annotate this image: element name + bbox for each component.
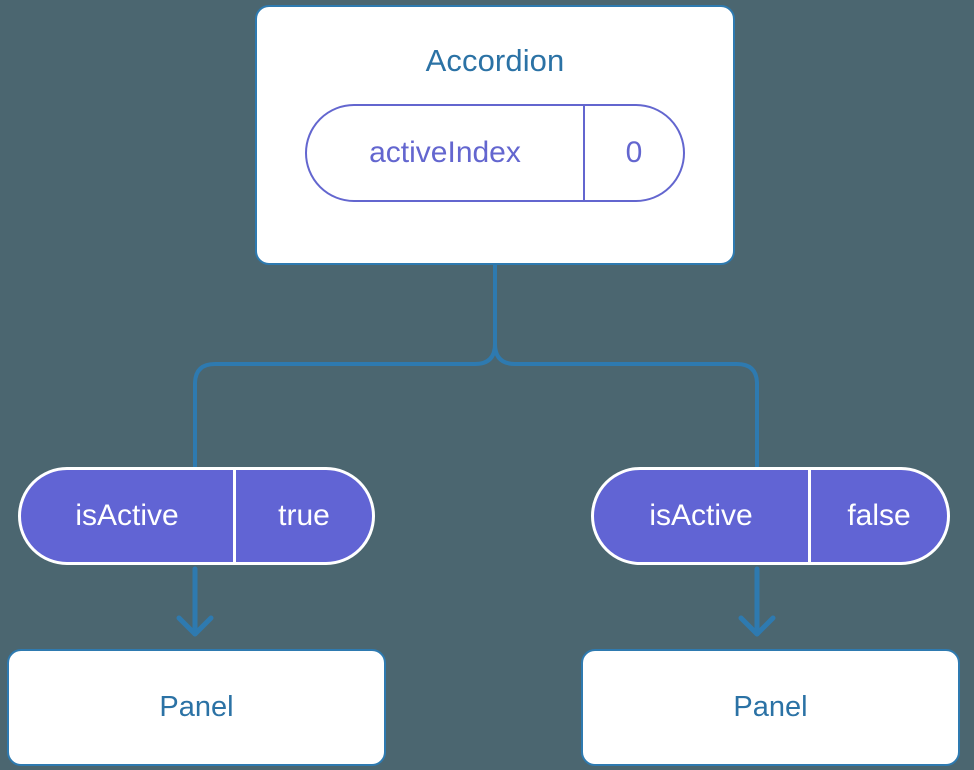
accordion-title: Accordion [425,43,565,78]
prop-pill-is-active-true[interactable]: isActive true [18,467,375,565]
down-arrow-icon-right [738,566,776,637]
panel-component-card-right[interactable]: Panel [581,649,960,766]
prop-pill-value: true [278,499,330,532]
prop-pill-value: false [847,499,911,532]
panel-title: Panel [159,691,234,723]
state-pill-value: 0 [625,136,643,169]
tree-branch-connector [193,264,497,469]
panel-title: Panel [733,691,808,723]
prop-pill-is-active-false[interactable]: isActive false [591,467,950,565]
prop-pill-key: isActive [594,470,811,562]
panel-component-card-left[interactable]: Panel [7,649,386,766]
state-pill-active-index[interactable]: activeIndex 0 [305,104,685,202]
accordion-component-card[interactable]: Accordion activeIndex 0 [255,5,735,265]
prop-pill-key: isActive [21,470,236,562]
tree-branch-connector-right [493,264,759,469]
state-pill-key: activeIndex [307,106,585,200]
down-arrow-icon-left [176,566,214,637]
